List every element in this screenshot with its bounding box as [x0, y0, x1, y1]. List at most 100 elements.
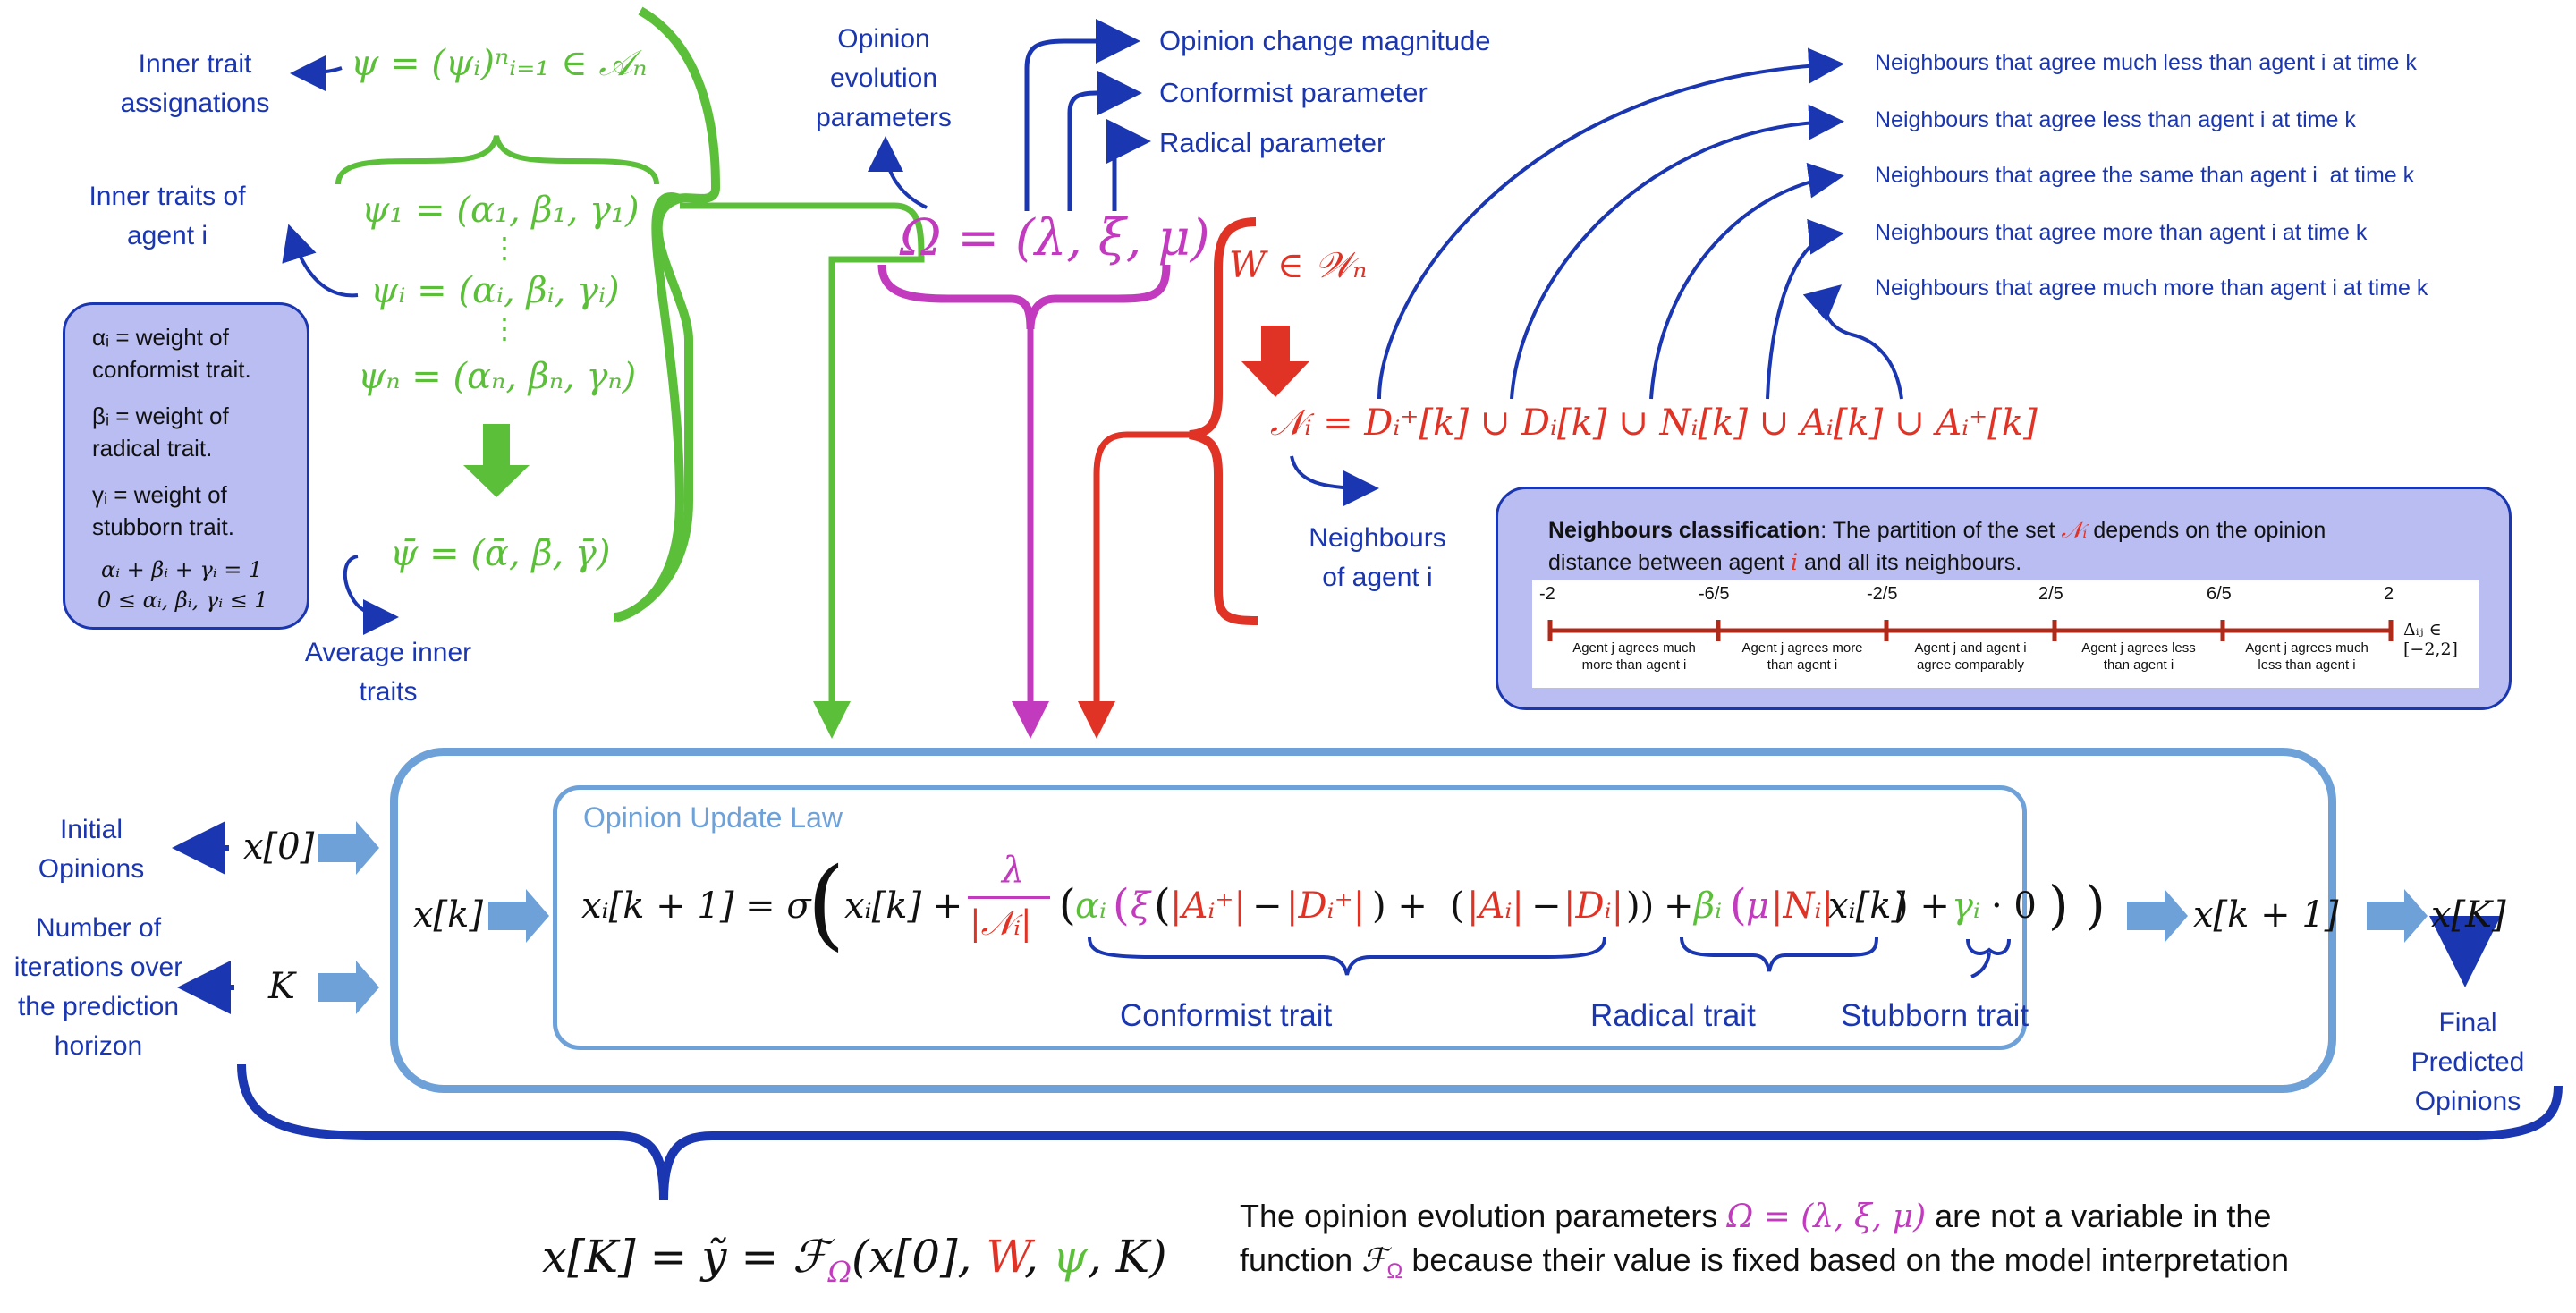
trait-weights-box: αᵢ = weight of conformist trait. βᵢ = we… — [63, 302, 309, 630]
scale-label-3: -2/5 — [1867, 584, 1898, 604]
weights-range: 0 ≤ αᵢ, βᵢ, γᵢ ≤ 1 — [97, 588, 268, 613]
formula-W: W — [986, 1231, 1024, 1283]
classification-text-2: depends on the opinion — [2087, 518, 2326, 543]
red-block-arrow — [1241, 326, 1309, 397]
psi-1-eq: ψ₁ = (α₁, β₁, γ₁) — [361, 190, 640, 231]
a-count: |Aᵢ| — [1467, 885, 1524, 927]
classification-title: Neighbours classification — [1548, 518, 1821, 543]
note-part-3: function — [1240, 1241, 1362, 1278]
conformist-parameter-label: Conformist parameter — [1159, 77, 1428, 108]
scale-segment-2: Agent j agrees more than agent i — [1741, 640, 1863, 673]
neighbour-desc-less: Neighbours that agree less than agent i … — [1875, 107, 2356, 132]
vdots-2: ⋮ — [490, 311, 519, 345]
classification-text: Neighbours classification: The partition… — [1548, 514, 2496, 579]
radical-brace — [1680, 936, 1878, 972]
scale-label-4: 2/5 — [2038, 584, 2063, 604]
formula-psi: ψ — [1052, 1231, 1089, 1283]
conformist-trait-label: Conformist trait — [1120, 998, 1333, 1033]
formula-part-2: (x[0], — [852, 1231, 987, 1283]
plus-1: + — [1664, 885, 1694, 927]
opinion-update-law-box — [553, 785, 2027, 1050]
classification-text-3: distance between agent — [1548, 550, 1792, 575]
xk1-output: x[k + 1] — [2193, 894, 2339, 936]
bottom-brace — [237, 1063, 2563, 1201]
omega-eq: Ω = (λ, ξ, μ) — [900, 209, 1210, 267]
big-paren-open: ( — [807, 846, 845, 961]
mu-term: μ — [1746, 885, 1769, 927]
formula-part-1: x[K] = ỹ = ℱ — [542, 1231, 828, 1283]
block-arrow-K — [318, 961, 379, 1014]
green-brace — [616, 6, 721, 622]
plus-paren-1: ) + ( — [1372, 885, 1464, 927]
green-brace-lower — [613, 192, 685, 622]
neighbour-set-eq: 𝒩ᵢ = Dᵢ⁺[k] ∪ Dᵢ[k] ∪ Nᵢ[k] ∪ Aᵢ[k] ∪ Aᵢ… — [1270, 402, 2038, 444]
xi-term: ξ — [1131, 885, 1151, 927]
paren-counts-open: ( — [1154, 880, 1171, 930]
scale-segment-1: Agent j agrees much more than agent i — [1572, 640, 1696, 673]
opinion-evolution-parameters-label: Opinion evolution parameters — [816, 24, 952, 132]
psi-i-eq: ψᵢ = (αᵢ, βᵢ, γᵢ) — [370, 270, 620, 311]
close-paren-1: )) — [1626, 885, 1655, 927]
paren-plus: ) + — [1894, 885, 1950, 927]
arrow-assignations — [290, 55, 343, 91]
vdots-1: ⋮ — [490, 231, 519, 265]
block-arrow-x0 — [318, 821, 379, 875]
d-plus-count: |Dᵢ⁺| — [1286, 885, 1366, 927]
K-symbol: K — [268, 966, 295, 1007]
scale-label-1: -2 — [1539, 584, 1555, 604]
arc-d — [1510, 104, 1844, 400]
psi-brace — [335, 135, 659, 185]
classification-agent-symbol: i — [1791, 549, 1799, 575]
inner-trait-assignations-label: Inner trait assignations — [120, 49, 270, 118]
block-arrow-xk1 — [2367, 889, 2428, 943]
opinion-update-law-title: Opinion Update Law — [583, 801, 843, 834]
note-f: ℱ — [1361, 1242, 1387, 1279]
green-block-arrow — [463, 424, 530, 497]
xK-output: x[K] — [2431, 894, 2506, 936]
update-law-lhs: xᵢ[k + 1] = σ — [581, 885, 811, 927]
scale-label-6: 2 — [2384, 584, 2394, 604]
xi-k-term: xᵢ[k] + — [844, 885, 963, 927]
n-abs-denominator: |𝒩ᵢ| — [970, 903, 1032, 943]
arrow-omega-params — [868, 136, 928, 209]
psi-n-eq: ψₙ = (αₙ, βₙ, γₙ) — [358, 356, 637, 397]
final-predicted-opinions-label: Final Predicted Opinions — [2411, 1008, 2525, 1116]
opinion-change-magnitude-label: Opinion change magnitude — [1159, 25, 1491, 56]
formula-omega-sub: Ω — [827, 1255, 852, 1289]
conformist-brace — [1088, 936, 1606, 976]
w-eq: W ∈ 𝒲ₙ — [1229, 245, 1368, 286]
arc-n — [1649, 162, 1844, 400]
block-arrow-xk — [488, 889, 549, 943]
psi-assignation-eq: ψ = (ψᵢ)ⁿᵢ₌₁ ∈ 𝒜ₙ — [351, 43, 648, 84]
paren-alpha-open: ( — [1059, 880, 1076, 930]
scale-label-2: -6/5 — [1699, 584, 1730, 604]
arc-a — [1766, 218, 1844, 400]
neighbours-of-agent-label: Neighbours of agent i — [1309, 523, 1446, 592]
stubborn-brace — [1966, 938, 2011, 955]
arrow-average — [343, 555, 399, 635]
scale-segment-3: Agent j and agent i agree comparably — [1914, 640, 2027, 673]
scale-segment-4: Agent j agrees less than agent i — [2081, 640, 2196, 673]
end-parens: ) ) — [2048, 875, 2106, 936]
paren-mu-open: ( — [1730, 880, 1747, 930]
note-f-sub: Ω — [1386, 1259, 1403, 1284]
radical-trait-label: Radical trait — [1590, 998, 1756, 1033]
formula-comma: , — [1024, 1231, 1053, 1283]
classification-text-1: : The partition of the set — [1820, 518, 2062, 543]
neighbour-desc-much-more: Neighbours that agree much more than age… — [1875, 275, 2428, 301]
arrow-xi — [1067, 71, 1142, 211]
scale-svg — [1547, 620, 2394, 641]
alpha-term: αᵢ — [1075, 885, 1107, 927]
scale-label-5: 6/5 — [2207, 584, 2232, 604]
arrow-mu — [1106, 119, 1151, 211]
lambda-numerator: λ — [1002, 850, 1025, 891]
initial-opinions-label: Initial Opinions — [38, 815, 145, 884]
scale-segment-5: Agent j agrees much less than agent i — [2245, 640, 2368, 673]
classification-set-symbol: 𝒩ᵢ — [2061, 517, 2088, 543]
note-part-4: because their value is fixed based on th… — [1402, 1241, 2289, 1278]
neighbour-desc-more: Neighbours that agree more than agent i … — [1875, 220, 2368, 245]
classification-text-4: and all its neighbours. — [1798, 550, 2022, 575]
fraction-bar — [968, 896, 1050, 899]
paren-xi-open: ( — [1113, 880, 1130, 930]
